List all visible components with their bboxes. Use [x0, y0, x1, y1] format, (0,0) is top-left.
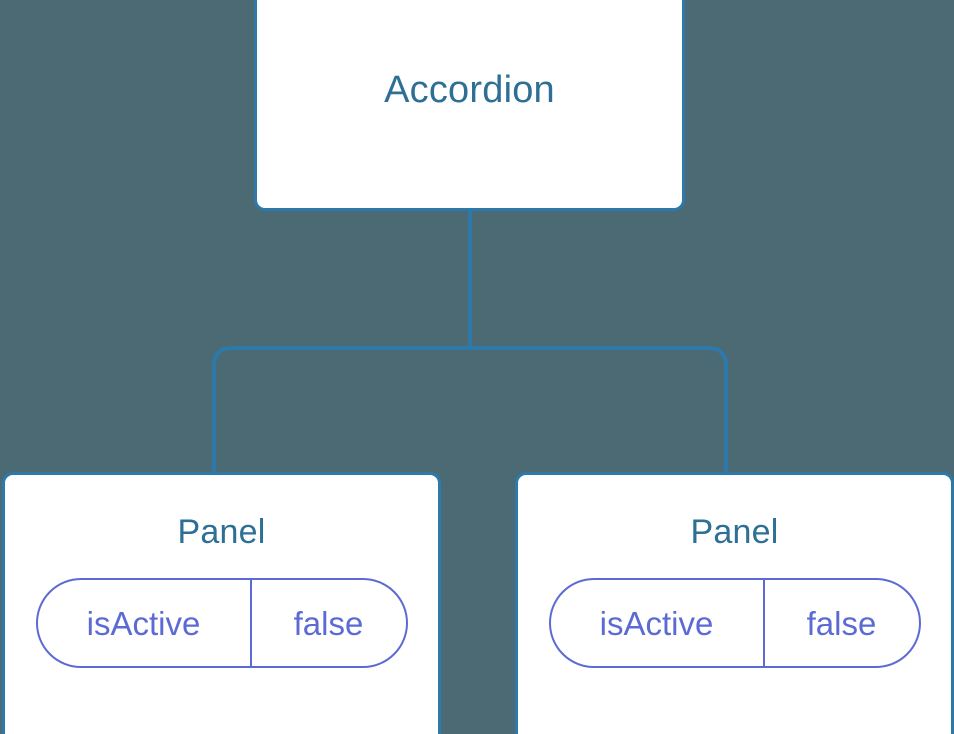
state-value-isactive: false — [806, 604, 877, 642]
node-accordion[interactable]: Accordion — [254, 0, 685, 211]
node-accordion-title: Accordion — [384, 68, 555, 111]
node-panel-left-title: Panel — [177, 513, 266, 551]
node-panel-right-title: Panel — [690, 513, 779, 551]
state-pill-panel-left[interactable]: isActive false — [35, 578, 408, 668]
node-panel-right[interactable]: Panel isActive false — [515, 472, 954, 734]
node-panel-left[interactable]: Panel isActive false — [2, 472, 441, 734]
state-key-isactive: isActive — [551, 580, 765, 666]
state-value-isactive: false — [293, 604, 364, 642]
state-key-isactive: isActive — [38, 580, 252, 666]
connector-branch-bar — [212, 346, 728, 478]
state-pill-panel-right[interactable]: isActive false — [548, 578, 921, 668]
